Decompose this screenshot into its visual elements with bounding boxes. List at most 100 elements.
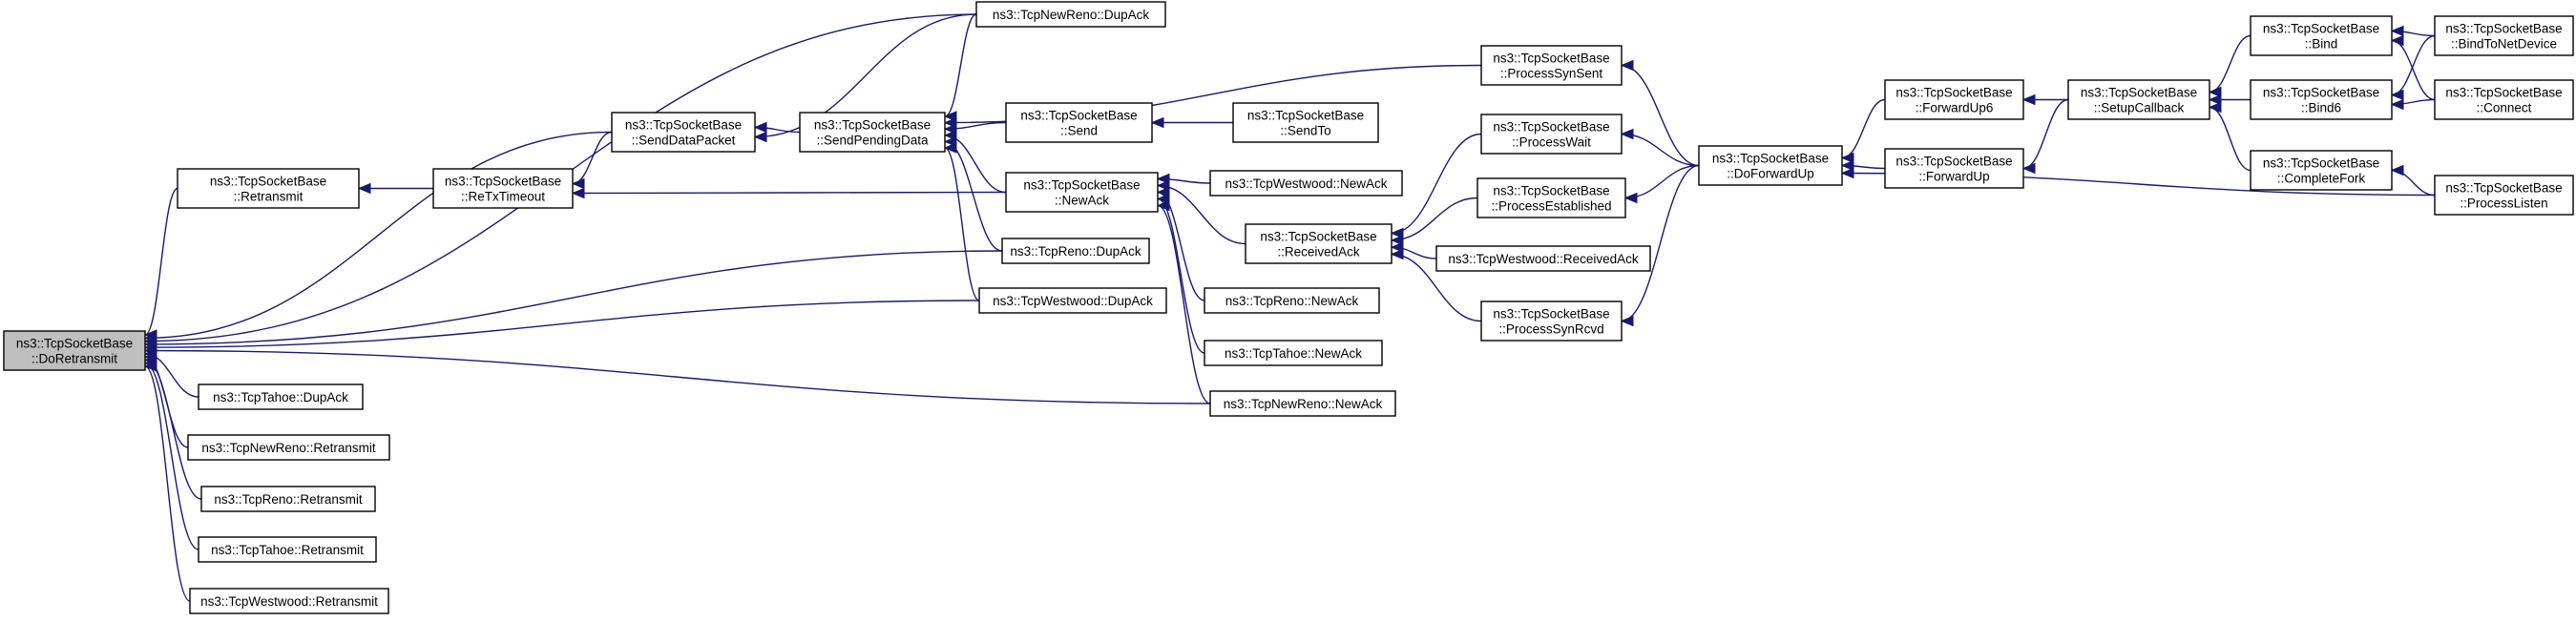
node-newack[interactable]: ns3::TcpSocketBase::NewAck <box>1005 172 1159 213</box>
edge-arrowhead <box>571 177 585 190</box>
node-bind[interactable]: ns3::TcpSocketBase::Bind <box>2250 15 2393 56</box>
edge-arrowhead <box>357 182 371 195</box>
node-tahoe-dupack[interactable]: ns3::TcpTahoe::DupAck <box>198 384 364 410</box>
node-box <box>187 434 390 461</box>
node-westwood-received-ack[interactable]: ns3::TcpWestwood::ReceivedAck <box>1435 245 1651 272</box>
node-tahoe-retransmit[interactable]: ns3::TcpTahoe::Retransmit <box>198 536 377 563</box>
node-label-line: ns3::TcpSocketBase <box>210 175 326 189</box>
node-process-syn-sent[interactable]: ns3::TcpSocketBase::ProcessSynSent <box>1480 45 1623 86</box>
edge-arrowhead <box>1620 315 1634 327</box>
node-label-line: ::DoForwardUp <box>1727 167 1814 181</box>
edge-westwood-dupack-to-send-pending-data <box>944 147 980 301</box>
edge-setup-callback-to-forward-up <box>2022 98 2069 170</box>
node-label-line: ns3::TcpSocketBase <box>2263 86 2379 100</box>
node-do-forward-up[interactable]: ns3::TcpSocketBase::DoForwardUp <box>1698 145 1843 186</box>
node-label-line: ::ProcessWait <box>1512 135 1591 150</box>
edge-arrowhead <box>1156 179 1170 192</box>
node-send-pending-data[interactable]: ns3::TcpSocketBase::SendPendingData <box>799 112 946 153</box>
node-bind-to-net-device[interactable]: ns3::TcpSocketBase::BindToNetDevice <box>2434 15 2574 56</box>
node-bind6[interactable]: ns3::TcpSocketBase::Bind6 <box>2250 79 2393 120</box>
node-westwood-newack[interactable]: ns3::TcpWestwood::NewAck <box>1209 170 1403 197</box>
node-forward-up6[interactable]: ns3::TcpSocketBase::ForwardUp6 <box>1884 79 2024 120</box>
edge-arrowhead <box>143 361 157 372</box>
node-label-line: ns3::TcpNewReno::Retransmit <box>201 441 376 455</box>
node-label-line: ns3::TcpReno::NewAck <box>1225 294 1359 308</box>
node-label-line: ::ProcessListen <box>2460 197 2547 211</box>
node-box <box>2250 79 2393 120</box>
edge-arrowhead <box>571 187 585 199</box>
node-send-data-packet[interactable]: ns3::TcpSocketBase::SendDataPacket <box>611 112 756 153</box>
node-label-line: ns3::TcpNewReno::NewAck <box>1224 397 1383 411</box>
edge-newreno-dupack-to-send-pending-data <box>944 13 977 117</box>
node-box <box>799 112 946 153</box>
edge-arrowhead <box>1840 152 1854 164</box>
node-box <box>1476 177 1626 218</box>
node-reno-retransmit[interactable]: ns3::TcpReno::Retransmit <box>200 486 376 512</box>
edge-retransmit-to-do-retransmit <box>144 187 178 336</box>
node-complete-fork[interactable]: ns3::TcpSocketBase::CompleteFork <box>2250 150 2393 191</box>
node-process-wait[interactable]: ns3::TcpSocketBase::ProcessWait <box>1480 114 1623 155</box>
node-retransmit[interactable]: ns3::TcpSocketBase::Retransmit <box>177 168 360 209</box>
node-box <box>1245 223 1393 264</box>
node-process-syn-rcvd[interactable]: ns3::TcpSocketBase::ProcessSynRcvd <box>1480 301 1623 342</box>
node-box <box>1480 45 1623 86</box>
node-label-line: ::DoRetransmit <box>31 352 117 366</box>
node-reno-dupack[interactable]: ns3::TcpReno::DupAck <box>1001 238 1150 264</box>
edge-westwood-dupack-to-do-retransmit <box>144 300 980 348</box>
node-label-line: ns3::TcpTahoe::DupAck <box>213 390 348 404</box>
node-label-line: ::Bind <box>2305 37 2338 52</box>
node-label-line: ns3::TcpSocketBase <box>814 118 931 133</box>
edge-arrowhead <box>753 131 767 143</box>
edge-arrowhead <box>2021 93 2036 106</box>
node-tahoe-newack[interactable]: ns3::TcpTahoe::NewAck <box>1204 340 1383 366</box>
edge-bind-to-setup-callback <box>2209 34 2251 93</box>
node-reno-newack[interactable]: ns3::TcpReno::NewAck <box>1204 287 1380 314</box>
node-label-line: ::Retransmit <box>234 190 304 204</box>
node-label-line: ns3::TcpTahoe::Retransmit <box>211 543 364 557</box>
edge-process-listen-to-complete-fork <box>2391 169 2436 197</box>
node-process-listen[interactable]: ns3::TcpSocketBase::ProcessListen <box>2434 175 2574 216</box>
edge-connect-to-bind <box>2391 39 2436 101</box>
node-label-line: ::ProcessEstablished <box>1491 199 1611 214</box>
node-box <box>432 168 574 209</box>
node-connect[interactable]: ns3::TcpSocketBase::Connect <box>2434 79 2574 120</box>
node-process-established[interactable]: ns3::TcpSocketBase::ProcessEstablished <box>1476 177 1626 218</box>
node-westwood-dupack[interactable]: ns3::TcpWestwood::DupAck <box>978 287 1167 314</box>
node-box <box>1001 238 1150 264</box>
edge-arrowhead <box>2390 89 2404 101</box>
node-send[interactable]: ns3::TcpSocketBase::Send <box>1005 102 1153 143</box>
node-setup-callback[interactable]: ns3::TcpSocketBase::SetupCallback <box>2067 79 2210 120</box>
node-label-line: ns3::TcpSocketBase <box>1247 109 1364 123</box>
edge-process-established-to-received-ack <box>1391 197 1478 241</box>
node-label-line: ns3::TcpSocketBase <box>1493 307 1609 321</box>
node-retx-timeout[interactable]: ns3::TcpSocketBase::ReTxTimeout <box>432 168 574 209</box>
node-box <box>2434 175 2574 216</box>
node-received-ack[interactable]: ns3::TcpSocketBase::ReceivedAck <box>1245 223 1393 264</box>
edge-arrowhead <box>1156 173 1170 185</box>
node-box <box>1698 145 1843 186</box>
node-do-retransmit[interactable]: ns3::TcpSocketBase::DoRetransmit <box>3 330 146 371</box>
node-westwood-retransmit[interactable]: ns3::TcpWestwood::Retransmit <box>189 588 389 614</box>
node-box <box>200 486 376 512</box>
node-box <box>198 536 377 563</box>
node-newreno-retransmit[interactable]: ns3::TcpNewReno::Retransmit <box>187 434 390 461</box>
node-label-line: ns3::TcpSocketBase <box>16 337 133 351</box>
node-label-line: ns3::TcpSocketBase <box>625 118 742 133</box>
node-box <box>1480 114 1623 155</box>
edge-complete-fork-to-setup-callback <box>2209 106 2251 172</box>
node-box <box>1209 390 1396 417</box>
node-label-line: ::SendDataPacket <box>632 134 736 148</box>
node-box <box>1480 301 1623 342</box>
node-forward-up[interactable]: ns3::TcpSocketBase::ForwardUp <box>1884 148 2024 189</box>
node-sendto[interactable]: ns3::TcpSocketBase::SendTo <box>1232 102 1379 143</box>
node-label-line: ns3::TcpSocketBase <box>2445 86 2562 100</box>
edge-arrowhead <box>2208 101 2222 114</box>
edge-arrowhead <box>1156 186 1170 198</box>
node-box <box>1884 148 2024 189</box>
node-newreno-newack[interactable]: ns3::TcpNewReno::NewAck <box>1209 390 1396 417</box>
node-newreno-dupack[interactable]: ns3::TcpNewReno::DupAck <box>975 1 1166 28</box>
node-box <box>177 168 360 209</box>
node-label-line: ::ProcessSynSent <box>1500 67 1603 81</box>
edge-westwood-retransmit-to-do-retransmit <box>144 365 191 602</box>
node-label-line: ns3::TcpSocketBase <box>1260 230 1376 244</box>
